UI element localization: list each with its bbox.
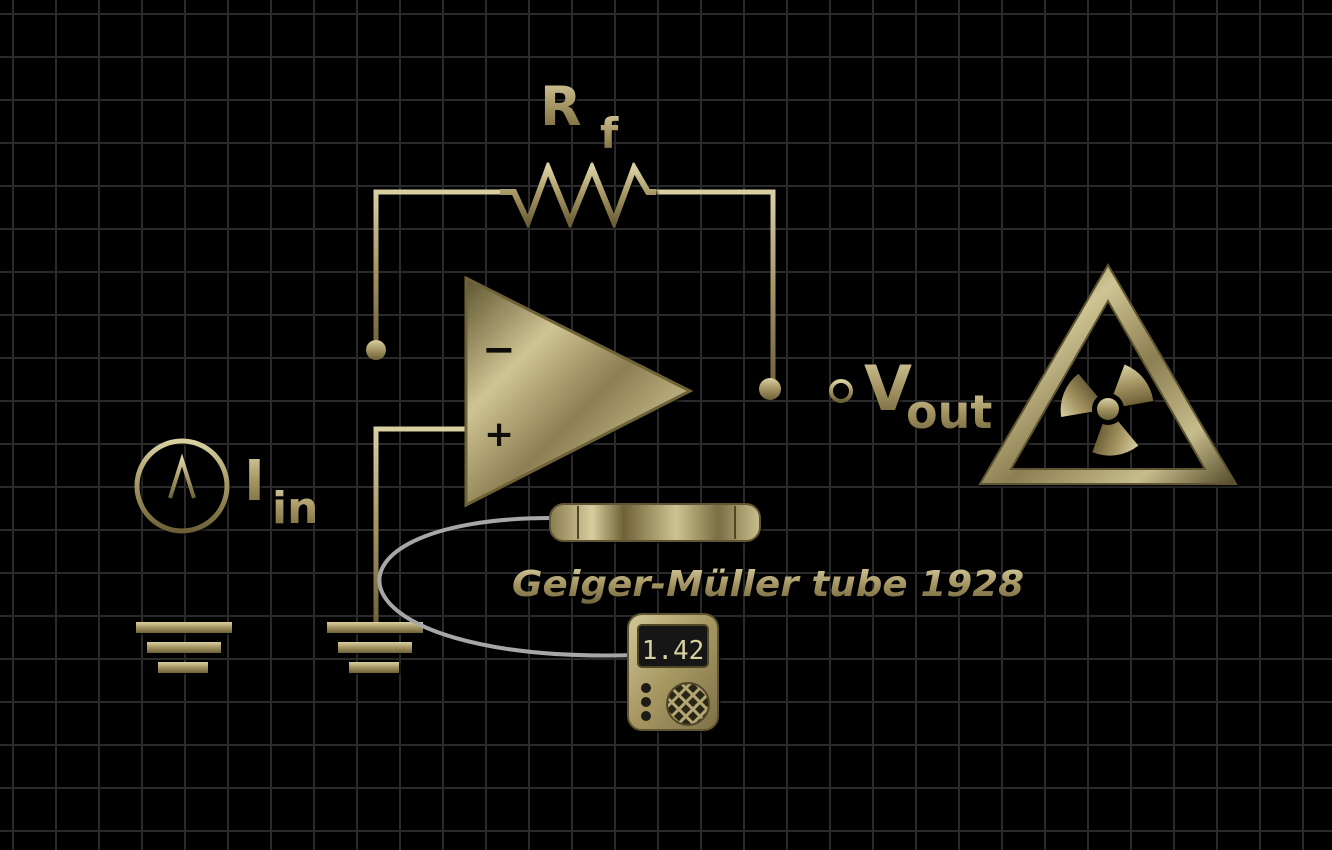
op-amp-inverting-sign: − [482, 327, 516, 373]
meter-knob-3 [641, 711, 651, 721]
output-terminal [829, 379, 853, 403]
junction-node-output [759, 378, 781, 400]
meter-knob-1 [641, 683, 651, 693]
wire-feedback-left [373, 189, 503, 352]
feedback-resistor [500, 159, 656, 231]
ground-symbol-left [136, 622, 232, 673]
input-current-label-main: I [244, 449, 265, 514]
meter-reading: 1.42 [642, 636, 705, 666]
probe-cable [377, 516, 639, 658]
meter-display [637, 624, 709, 668]
op-amp-noninverting-sign: + [484, 414, 514, 455]
junction-node-inverting [366, 340, 386, 360]
op-amp [464, 275, 694, 508]
output-voltage-label-sub: out [906, 385, 992, 439]
geiger-tube [549, 503, 761, 542]
wire-feedback-right [653, 189, 776, 392]
resistor-label-sub: f [600, 109, 619, 158]
meter-knob-2 [641, 697, 651, 707]
tube-caption: Geiger-Müller tube 1928 [512, 564, 1024, 605]
input-current-label-sub: in [272, 483, 318, 534]
wire-noninverting-input [373, 426, 473, 629]
meter-speaker-grille [666, 682, 710, 726]
ground-symbol-right [327, 622, 423, 673]
resistor-label-main: R [540, 75, 582, 138]
output-voltage-label-main: V [864, 352, 912, 425]
circuit-wires [179, 189, 832, 629]
current-source-icon [134, 438, 230, 534]
radiation-hazard-icon [978, 263, 1238, 485]
radiation-meter-icon [627, 613, 719, 731]
